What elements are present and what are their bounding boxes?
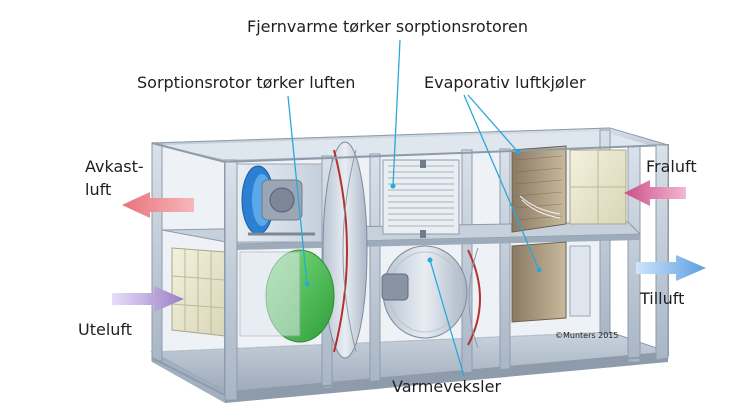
- sorption-rotor: [322, 141, 368, 359]
- label-exhaust-line2: luft: [85, 180, 112, 199]
- supply-air-arrow: [636, 255, 706, 281]
- leader-evaporative-upper: [467, 94, 519, 153]
- heating-coil: [382, 159, 460, 238]
- leader-heat-exchanger: [429, 259, 465, 377]
- exhaust-filter-bank: [569, 149, 627, 225]
- label-evaporative-cooler: Evaporativ luftkjøler: [424, 73, 586, 92]
- exhaust-air-arrow: [122, 192, 194, 218]
- dehumidifying-rotor-segment: [239, 249, 335, 343]
- label-supply-air: Tilluft: [640, 289, 685, 308]
- copyright-notice: ©Munters 2015: [555, 331, 619, 340]
- leader-dots: [304, 149, 542, 287]
- leader-lines: [287, 39, 540, 377]
- label-district-heating: Fjernvarme tørker sorptionsrotoren: [247, 17, 528, 36]
- label-outdoor-air: Uteluft: [78, 320, 133, 339]
- outdoor-air-arrow: [112, 286, 184, 312]
- exhaust-fan: [236, 163, 323, 243]
- evaporative-cooler: [511, 145, 567, 233]
- intake-filter-bank: [171, 247, 226, 337]
- label-sorption-rotor: Sorptionsrotor tørker luften: [137, 73, 356, 92]
- label-heat-exchanger: Varmeveksler: [392, 377, 502, 396]
- evaporative-media-lower: [511, 241, 591, 323]
- leader-sorption-rotor: [287, 95, 308, 285]
- leader-evaporative-lower: [463, 94, 540, 271]
- return-air-arrow: [624, 180, 686, 206]
- label-return-air: Fraluft: [646, 157, 697, 176]
- leader-district-heating: [392, 39, 401, 187]
- label-exhaust-line1: Avkast-: [85, 157, 144, 176]
